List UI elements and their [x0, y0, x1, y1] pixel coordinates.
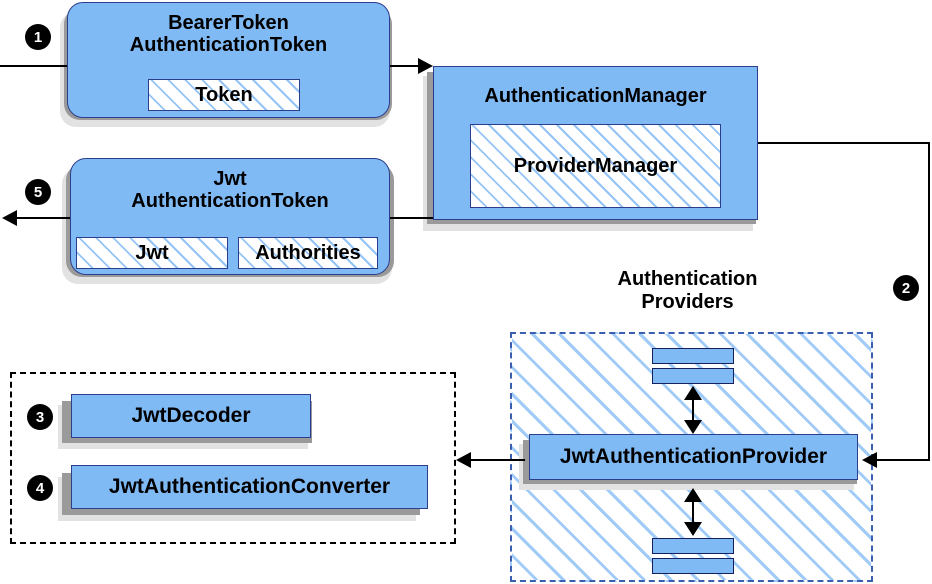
connector-into-provider-segment — [875, 459, 930, 461]
step-badge-5: 5 — [26, 180, 50, 204]
jwt-provider-title: JwtAuthenticationProvider — [559, 445, 828, 469]
connector-provider-to-jwt-support — [470, 459, 525, 461]
step-badge-1: 1 — [26, 25, 50, 49]
jwt-decoder-title: JwtDecoder — [131, 404, 251, 428]
connector-jwt-token-to-output — [16, 217, 72, 219]
field-token-label: Token — [195, 83, 253, 106]
arrowhead-to-jwt-authentication-provider — [862, 452, 877, 468]
arrowhead-to-auth-manager — [418, 58, 433, 74]
field-token: Token — [148, 79, 300, 111]
provider-placeholder-bar-top-1 — [652, 348, 734, 364]
arrowhead-provider-top-up — [684, 386, 702, 400]
field-authorities-label: Authorities — [255, 241, 361, 264]
node-jwt-authentication-converter[interactable]: JwtAuthenticationConverter — [71, 465, 428, 509]
field-authorities: Authorities — [238, 237, 378, 269]
field-provider-manager: ProviderManager — [470, 124, 721, 208]
provider-placeholder-bar-bottom-1 — [652, 538, 734, 554]
connector-right-vertical-segment — [928, 142, 930, 460]
arrowhead-provider-bottom-up — [684, 488, 702, 502]
bearer-token-title-line2: AuthenticationToken — [129, 34, 328, 57]
step-badge-3: 3 — [28, 405, 52, 429]
jwt-token-title-line2: AuthenticationToken — [131, 190, 329, 213]
provider-placeholder-bar-bottom-2 — [652, 558, 734, 574]
connector-bearer-token-to-auth-manager — [388, 65, 422, 67]
field-jwt-label: Jwt — [135, 241, 169, 264]
jwt-converter-title: JwtAuthenticationConverter — [108, 475, 391, 499]
node-jwt-decoder[interactable]: JwtDecoder — [71, 394, 311, 438]
group-jwt-support — [10, 372, 456, 544]
connector-manager-right-segment — [757, 142, 930, 144]
arrowhead-provider-top-down — [684, 420, 702, 434]
arrowhead-to-jwt-support-group — [456, 452, 471, 468]
auth-manager-title: AuthenticationManager — [484, 85, 707, 107]
auth-providers-caption-line1: Authentication — [617, 268, 758, 290]
provider-placeholder-bar-top-2 — [652, 368, 734, 384]
connector-input-to-bearer-token — [0, 65, 70, 67]
arrowhead-provider-bottom-down — [684, 522, 702, 536]
step-badge-2: 2 — [894, 276, 918, 300]
field-provider-manager-label: ProviderManager — [513, 154, 678, 177]
connector-provider-top-double-arrow — [692, 392, 694, 428]
connector-manager-to-jwt-token — [388, 217, 434, 219]
jwt-token-title-line1: Jwt — [213, 168, 247, 190]
arrowhead-output-left — [2, 210, 17, 226]
step-badge-4: 4 — [28, 476, 52, 500]
connector-provider-bottom-double-arrow — [692, 494, 694, 530]
auth-providers-caption-line2: Providers — [641, 291, 734, 313]
bearer-token-title-line1: BearerToken — [168, 12, 289, 34]
authentication-providers-caption: Authentication Providers — [560, 268, 815, 314]
field-jwt: Jwt — [76, 237, 228, 269]
node-jwt-authentication-provider[interactable]: JwtAuthenticationProvider — [529, 434, 858, 480]
